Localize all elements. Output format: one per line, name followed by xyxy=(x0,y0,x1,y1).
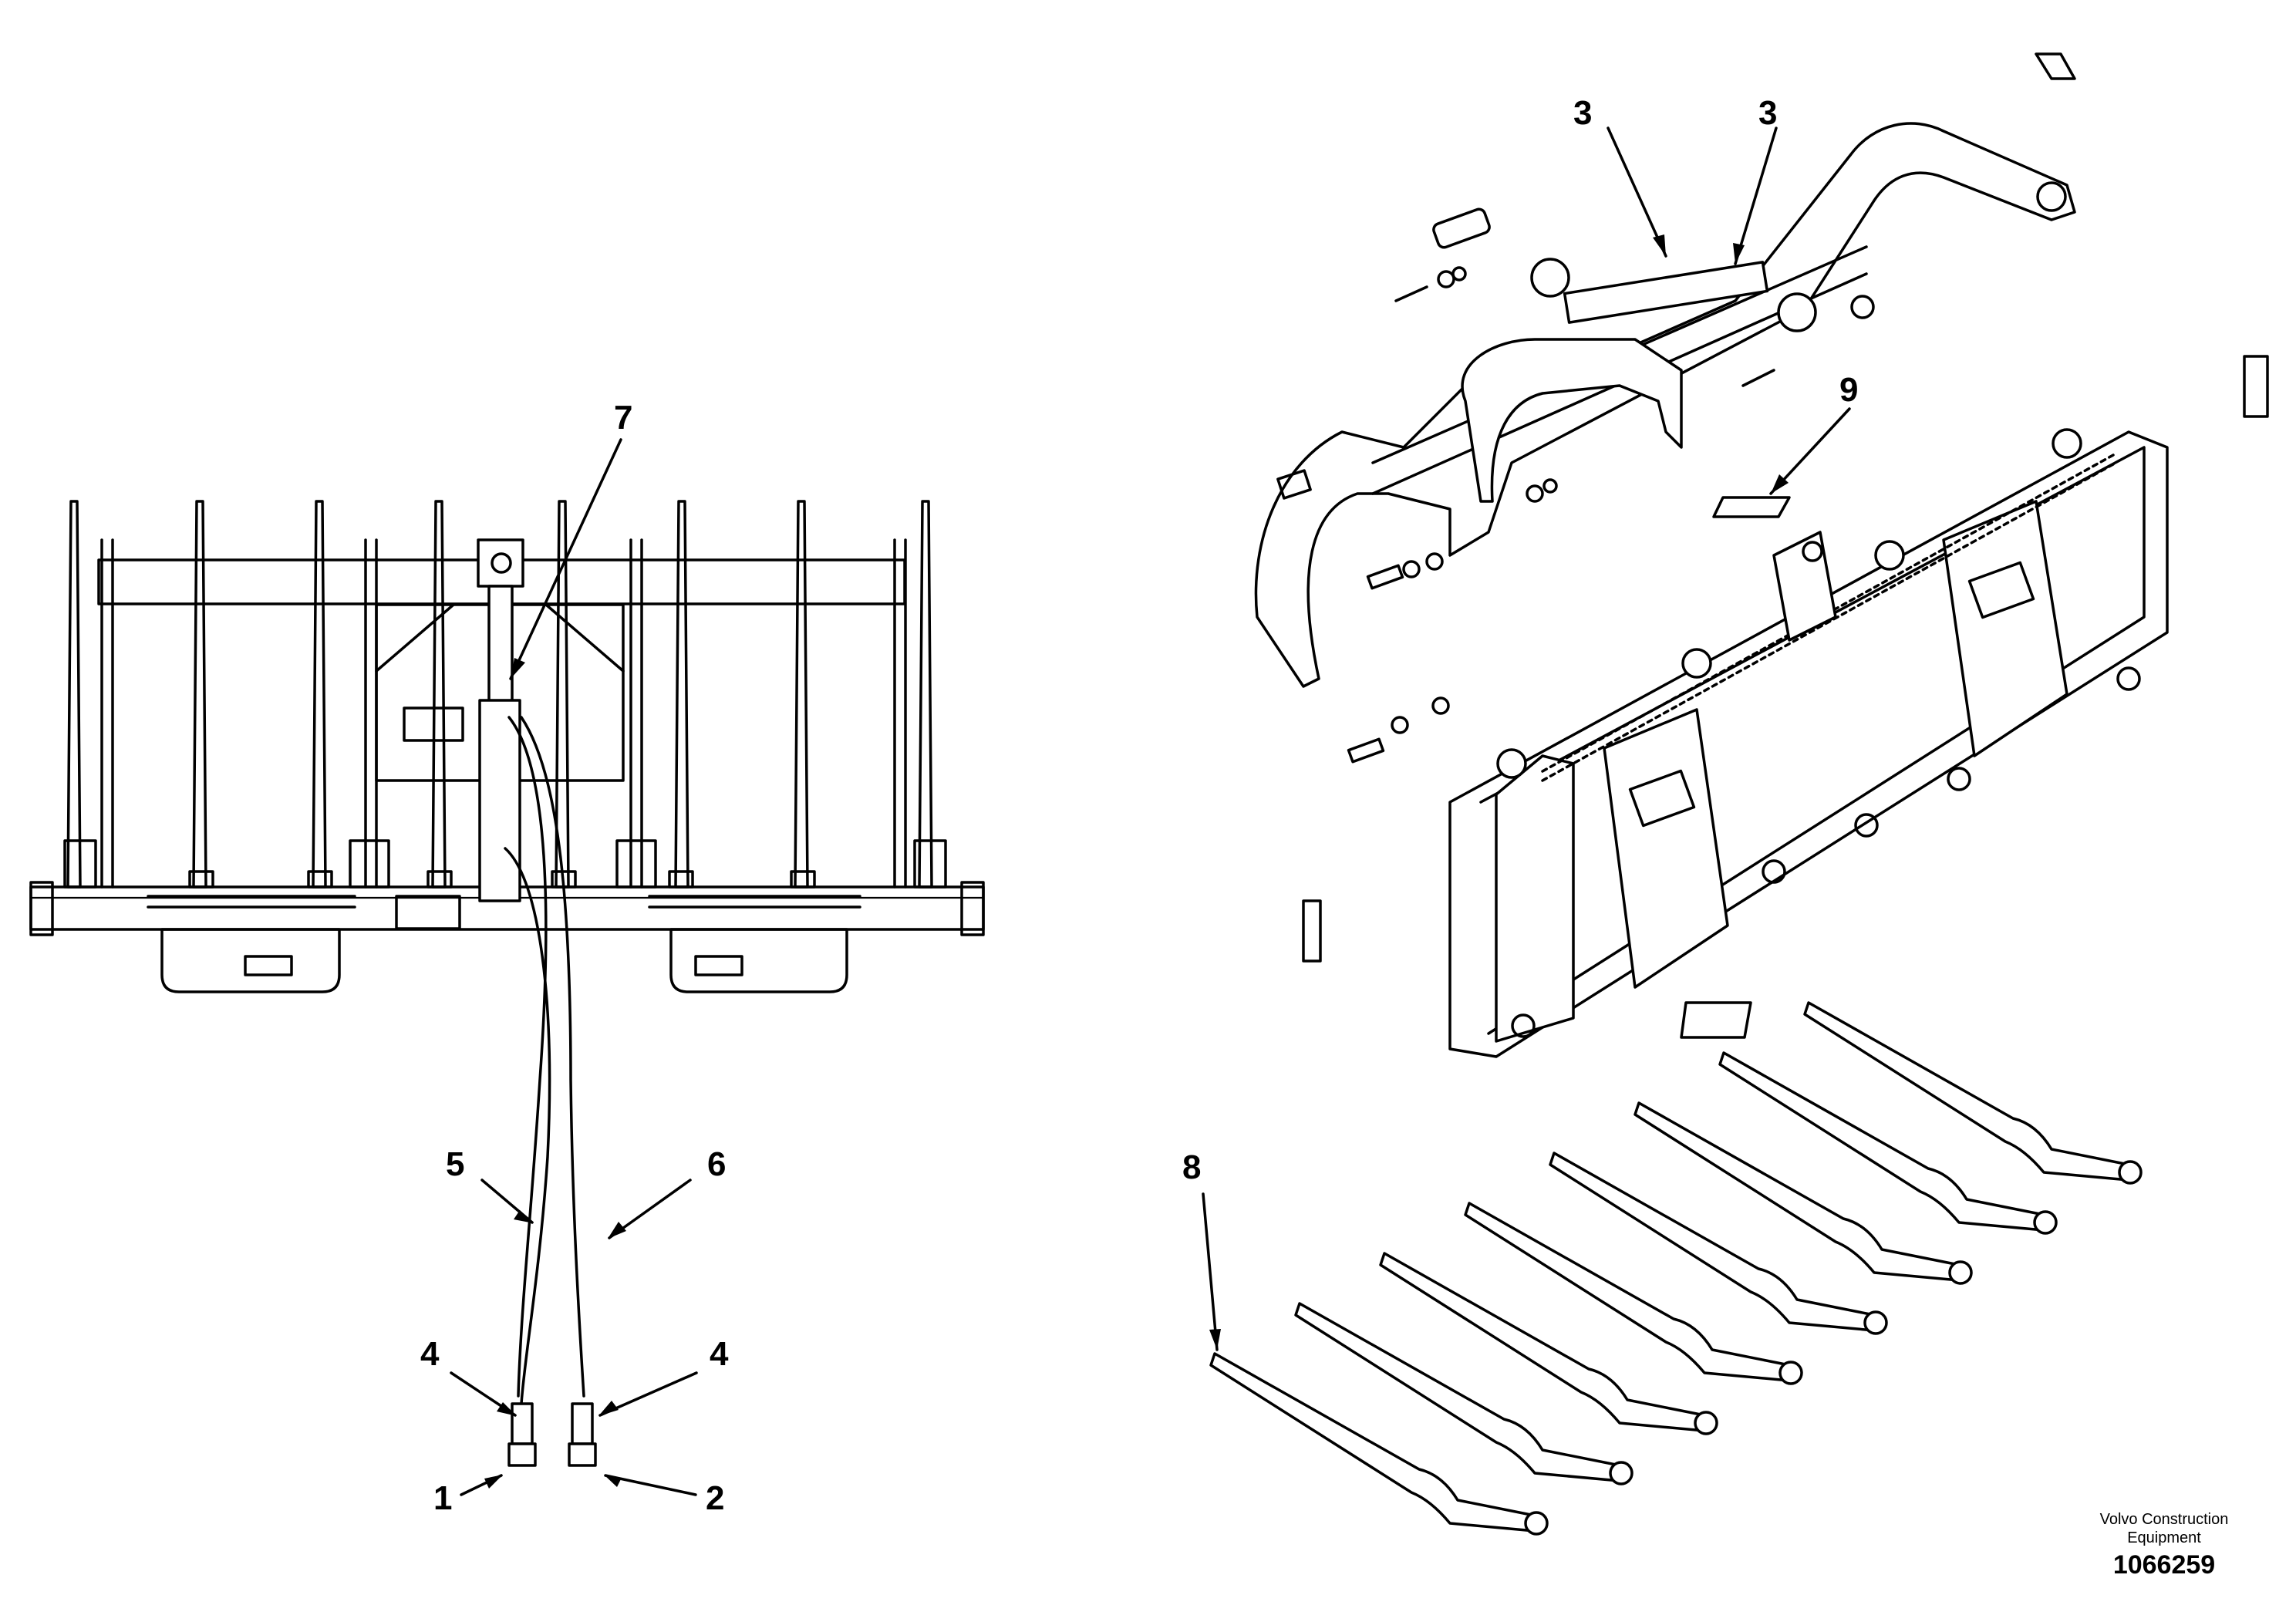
callout-8: 8 xyxy=(1182,1148,1201,1186)
callout-3-right: 3 xyxy=(1758,94,1777,132)
drawing-reference-number: 1066259 xyxy=(2113,1550,2215,1580)
callout-6: 6 xyxy=(707,1145,726,1183)
callout-labels: 1 2 3 3 4 4 5 6 7 8 9 xyxy=(420,94,1858,1517)
credit-subtitle: Equipment xyxy=(2127,1529,2201,1546)
callout-4-left: 4 xyxy=(420,1335,440,1373)
callout-5: 5 xyxy=(446,1145,464,1183)
callout-4-right: 4 xyxy=(710,1335,729,1373)
callout-3-left: 3 xyxy=(1573,94,1592,132)
front-view-assembly xyxy=(29,500,985,1467)
credit-company: Volvo Construction xyxy=(2100,1511,2229,1528)
callout-9: 9 xyxy=(1839,371,1858,409)
callout-1: 1 xyxy=(433,1479,452,1517)
exploded-view-assembly xyxy=(1209,52,2269,1536)
callout-2: 2 xyxy=(706,1479,724,1517)
credit-block: Volvo Construction Equipment 1066259 xyxy=(2100,1511,2229,1580)
callout-7: 7 xyxy=(614,399,632,437)
leader-lines xyxy=(450,126,1851,1496)
